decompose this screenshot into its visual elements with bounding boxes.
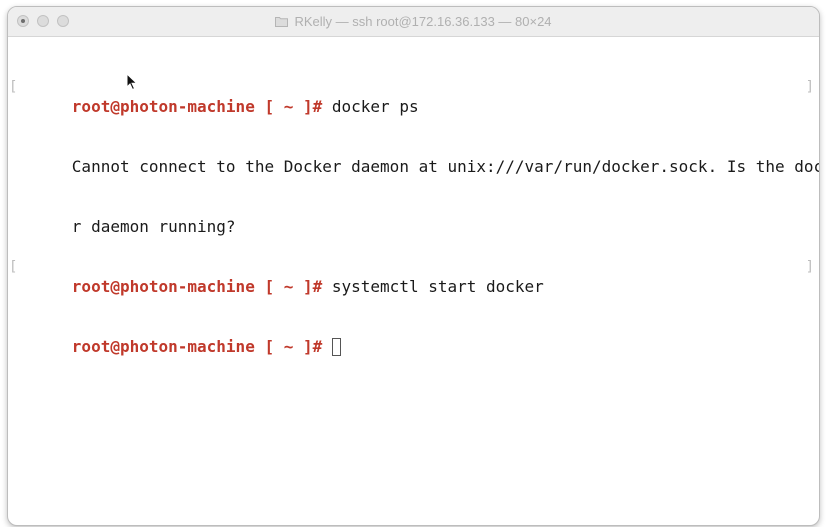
window-title-container: RKelly — ssh root@172.16.36.133 — 80×24 [8,7,819,36]
output-text: Cannot connect to the Docker daemon at u… [71,157,820,176]
command-text: docker ps [322,97,419,116]
folder-icon [275,16,289,27]
title-bar[interactable]: RKelly — ssh root@172.16.36.133 — 80×24 [8,7,819,37]
close-button[interactable] [17,15,29,27]
arrow-pointer-icon [126,73,138,91]
terminal-line-1: [ root@photon-machine [ ~ ]# docker ps] [9,77,814,116]
line-mark-right: ] [805,259,814,275]
line-mark-right: ] [805,79,814,95]
terminal-output[interactable]: [ root@photon-machine [ ~ ]# docker ps] C… [9,37,819,521]
shell-prompt: root@photon-machine [ ~ ]# [71,277,323,296]
terminal-window: RKelly — ssh root@172.16.36.133 — 80×24 … [7,6,820,526]
shell-prompt: root@photon-machine [ ~ ]# [71,337,323,356]
terminal-line-5: root@photon-machine [ ~ ]# [14,317,813,356]
command-text [322,337,332,356]
command-text: systemctl start docker [322,277,544,296]
line-mark-left: [ [9,259,18,275]
zoom-button[interactable] [57,15,69,27]
terminal-line-3: r daemon running? [14,197,813,236]
output-text: r daemon running? [71,217,236,236]
window-title: RKelly — ssh root@172.16.36.133 — 80×24 [294,14,552,29]
terminal-line-2: Cannot connect to the Docker daemon at u… [14,137,819,176]
text-cursor [331,338,341,356]
line-mark-left: [ [9,79,18,95]
terminal-line-4: [ root@photon-machine [ ~ ]# systemctl st… [9,257,814,296]
shell-prompt: root@photon-machine [ ~ ]# [71,97,323,116]
minimize-button[interactable] [37,15,49,27]
